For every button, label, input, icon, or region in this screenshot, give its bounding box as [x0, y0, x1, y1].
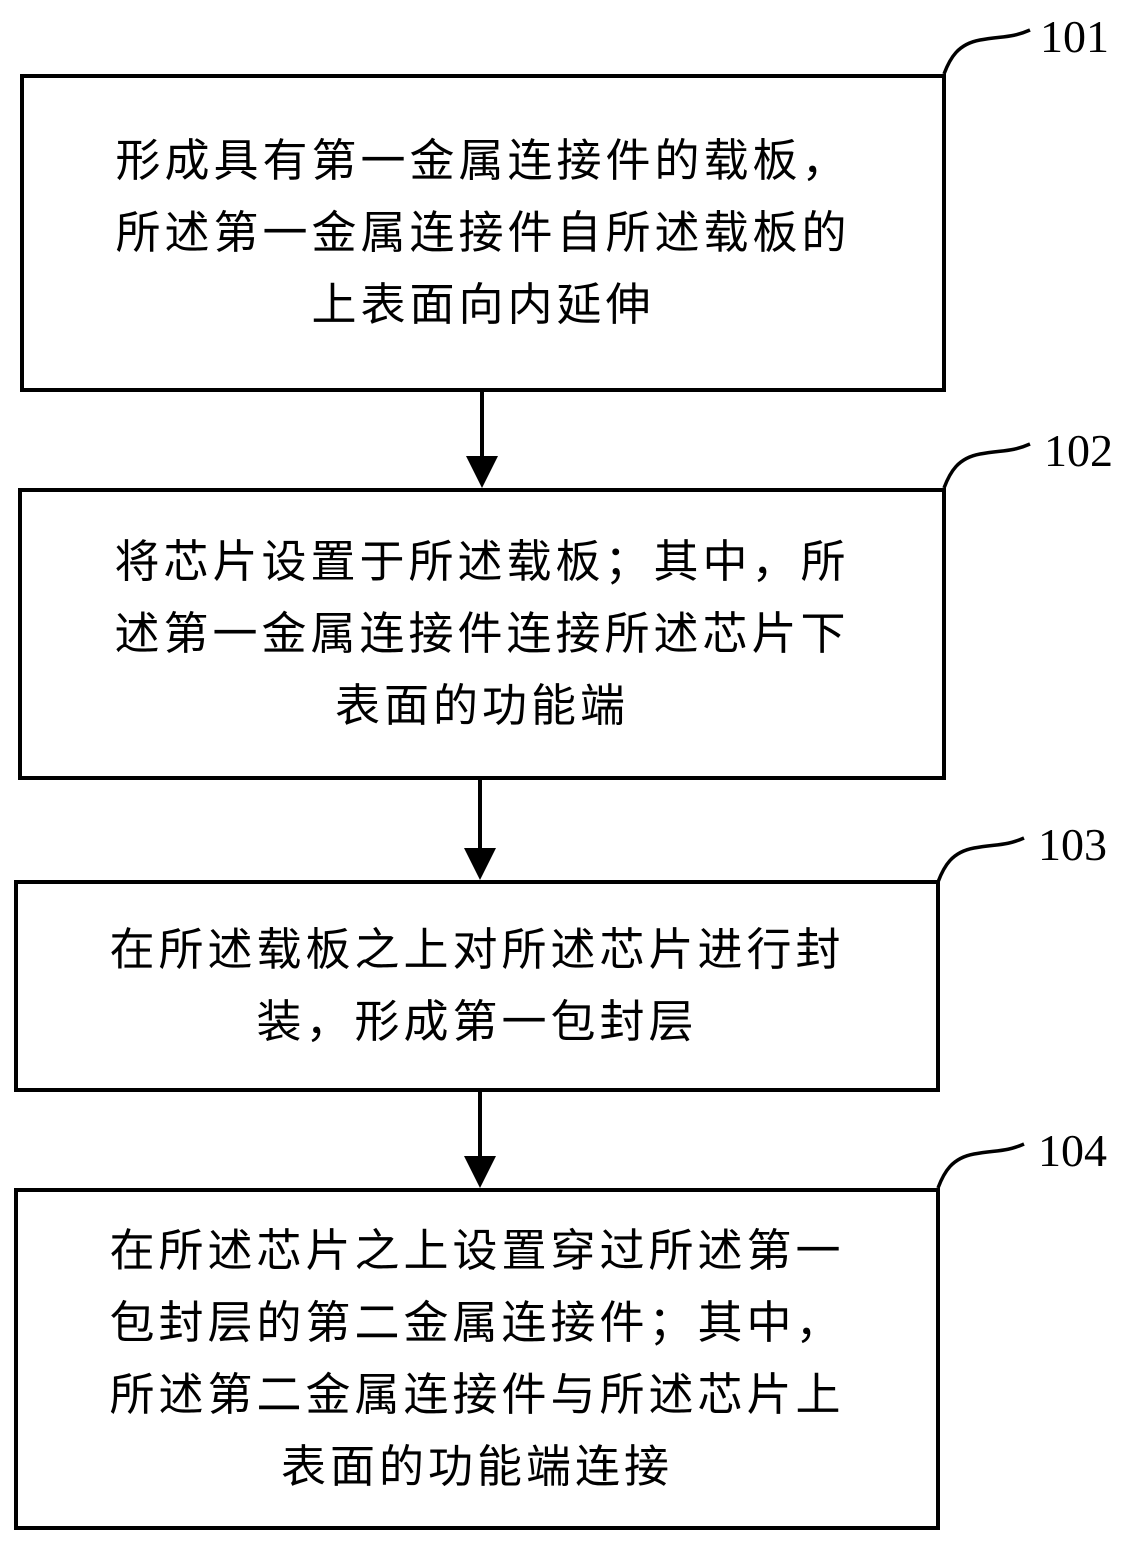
- step-label-102: 102: [1044, 425, 1113, 476]
- leader-line-102: [942, 442, 1031, 489]
- step-text-line: 在所述载板之上对所述芯片进行封: [109, 923, 845, 976]
- step-box-101: 形成具有第一金属连接件的载板， 所述第一金属连接件自所述载板的 上表面向内延伸: [20, 74, 946, 392]
- arrow-101-to-102: [466, 392, 498, 488]
- step-box-103: 在所述载板之上对所述芯片进行封 装，形成第一包封层: [14, 880, 940, 1092]
- step-text-line: 将芯片设置于所述载板；其中，所: [114, 535, 850, 588]
- arrow-102-to-103: [464, 780, 496, 880]
- step-text-line: 包封层的第二金属连接件；其中，: [109, 1296, 845, 1349]
- leader-line-101: [942, 28, 1031, 75]
- step-text-line: 所述第二金属连接件与所述芯片上: [109, 1368, 845, 1421]
- step-label-103: 103: [1038, 819, 1107, 870]
- leader-line-103: [936, 836, 1025, 883]
- leader-line-104: [936, 1142, 1025, 1189]
- step-text-line: 装，形成第一包封层: [256, 995, 698, 1048]
- step-text-line: 表面的功能端连接: [280, 1440, 673, 1493]
- step-text-line: 在所述芯片之上设置穿过所述第一: [109, 1224, 845, 1277]
- step-text-line: 上表面向内延伸: [311, 278, 655, 331]
- step-label-104: 104: [1038, 1125, 1107, 1176]
- step-text-line: 所述第一金属连接件自所述载板的: [115, 206, 851, 259]
- step-label-101: 101: [1040, 11, 1109, 62]
- step-text-line: 形成具有第一金属连接件的载板，: [115, 134, 851, 187]
- step-text-line: 表面的功能端: [334, 679, 629, 732]
- step-box-102: 将芯片设置于所述载板；其中，所 述第一金属连接件连接所述芯片下 表面的功能端: [18, 488, 946, 780]
- arrow-103-to-104: [464, 1092, 496, 1188]
- step-text-line: 述第一金属连接件连接所述芯片下: [114, 607, 850, 660]
- step-box-104: 在所述芯片之上设置穿过所述第一 包封层的第二金属连接件；其中， 所述第二金属连接…: [14, 1188, 940, 1530]
